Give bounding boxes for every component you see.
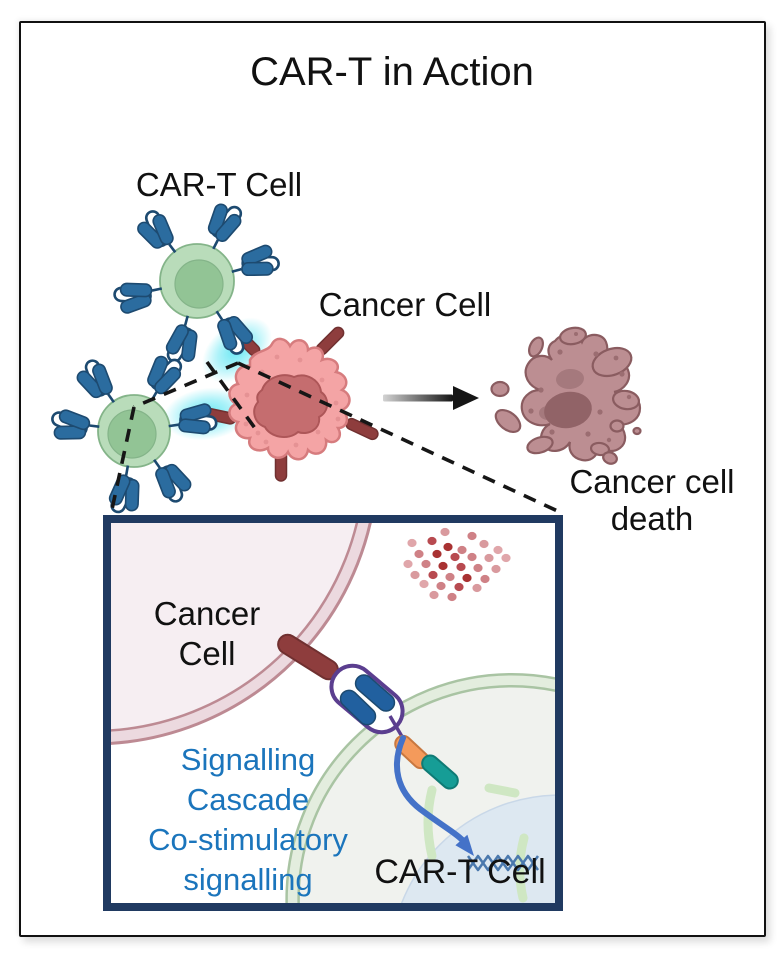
diagram-title: CAR-T in Action (250, 50, 534, 94)
label-inset-cancer-line2: Cell (178, 635, 236, 672)
label-signalling-line2: Cascade (186, 782, 310, 817)
inset-box (103, 515, 563, 911)
inset-cart-nucleus (389, 794, 555, 903)
signal-arrow-icon (394, 735, 474, 856)
cytotoxic-granule-dots (403, 527, 511, 602)
zoom-callout-dashes (109, 360, 565, 516)
label-inset-cart-cell: CAR-T Cell (374, 853, 546, 891)
label-signalling-cascade: Signalling Cascade Co-stimulatory signal… (98, 740, 398, 900)
cart-cell-top (109, 195, 285, 370)
cancer-cell-nucleus (253, 374, 329, 439)
label-signalling-line4: signalling (183, 862, 313, 897)
inset-cancer-cell-membrane (111, 523, 372, 745)
label-cart-cell: CAR-T Cell (135, 166, 303, 203)
label-cancer-cell-death-line1: Cancer cell (569, 463, 735, 500)
cart-cell-bottom (47, 348, 221, 519)
cancer-cell-freckles (243, 354, 341, 448)
scfv-domain-icon (329, 663, 405, 735)
label-cancer-cell-death-line2: death (610, 500, 694, 537)
dying-cancer-cell (490, 326, 642, 465)
label-signalling-line1: Signalling (180, 742, 316, 777)
label-inset-cancer-line1: Cancer (153, 595, 261, 632)
cancer-cell (201, 326, 379, 482)
label-signalling-line3: Co-stimulatory (148, 822, 348, 857)
label-cancer-cell: Cancer Cell (318, 286, 492, 323)
dna-helix-icon (466, 854, 540, 872)
label-inset-cancer-cell: Cancer Cell (57, 594, 357, 674)
death-arrow-icon (383, 386, 479, 410)
cd3-zeta-domain-icon (421, 754, 459, 790)
inset-border (103, 515, 563, 911)
label-cancer-cell-death: Cancer cell death (502, 463, 784, 537)
